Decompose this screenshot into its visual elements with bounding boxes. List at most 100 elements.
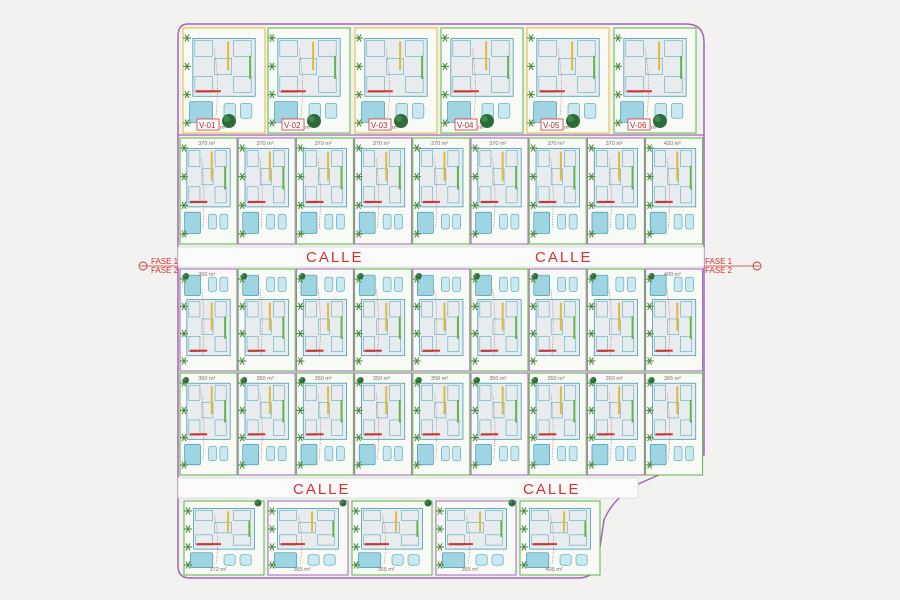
lot-label: V-02: [281, 118, 305, 131]
lot[interactable]: 350 m²: [237, 372, 296, 476]
pool-icon: [417, 444, 434, 466]
lot[interactable]: 370 m²: [528, 137, 587, 245]
lot[interactable]: 350 m²: [586, 372, 645, 476]
palm-icon: [354, 275, 363, 283]
car-icon: [323, 554, 336, 566]
phase-label: FASE 2: [151, 266, 179, 275]
lot[interactable]: 365 m²: [351, 500, 433, 576]
lot[interactable]: 365 m²: [645, 372, 704, 476]
palm-icon: [529, 302, 538, 311]
lot[interactable]: 400 m²: [645, 268, 704, 372]
lot[interactable]: [528, 268, 587, 372]
lot[interactable]: 363 m²V-03: [354, 27, 438, 134]
palm-icon: [352, 525, 360, 533]
palm-icon: [645, 201, 654, 210]
palm-icon: [354, 329, 363, 338]
palm-icon: [238, 172, 247, 181]
lot[interactable]: 360 m²V-01: [182, 27, 266, 134]
palm-icon: [527, 90, 535, 99]
car-icon: [557, 213, 566, 230]
palm-icon: [354, 433, 363, 442]
car-icon: [382, 213, 392, 230]
car-icon: [277, 446, 287, 461]
lot[interactable]: 350 m²: [412, 372, 471, 476]
palm-icon: [527, 119, 535, 127]
lot[interactable]: [412, 268, 471, 372]
pool-icon: [184, 211, 201, 234]
lot[interactable]: 365 m²: [435, 500, 517, 576]
pool-icon: [533, 444, 551, 466]
phase-marker-icon: [138, 261, 148, 271]
lot-area: 350 m²: [489, 376, 506, 382]
lot[interactable]: 370 m²: [237, 137, 296, 245]
house-footprint: [192, 38, 256, 97]
lot[interactable]: 420 m²: [645, 137, 704, 245]
lot[interactable]: [237, 268, 296, 372]
lot[interactable]: 372 m²: [183, 500, 265, 576]
pool-icon: [242, 444, 260, 466]
lot[interactable]: 363 m²V-04: [440, 27, 524, 134]
phase-label: FASE 1: [705, 257, 733, 266]
house-footprint: [450, 38, 514, 97]
tree-icon: [241, 377, 248, 383]
lot[interactable]: 360 m²: [179, 268, 238, 372]
lot-area: 350 m²: [256, 376, 273, 382]
car-icon: [491, 554, 504, 566]
lot-area: 350 m²: [547, 376, 564, 382]
car-icon: [412, 103, 425, 119]
lot-area: 350 m²: [315, 376, 332, 382]
palm-icon: [471, 357, 479, 365]
lot[interactable]: 350 m²: [528, 372, 587, 476]
palm-icon: [352, 543, 360, 551]
house-footprint: [193, 508, 255, 550]
lot[interactable]: 365 m²: [267, 500, 349, 576]
car-icon: [239, 554, 252, 566]
lot[interactable]: 360 m²: [179, 372, 238, 476]
lot-area: 365 m²: [294, 567, 311, 573]
palm-icon: [436, 561, 444, 569]
lot[interactable]: 370 m²: [412, 137, 471, 245]
lot[interactable]: [470, 268, 529, 372]
lot[interactable]: 370 m²: [470, 137, 529, 245]
car-icon: [324, 446, 334, 461]
lot[interactable]: 370 m²: [295, 137, 354, 245]
house-footprint: [477, 382, 522, 440]
palm-icon: [587, 172, 596, 181]
lot[interactable]: 350 m²: [354, 372, 413, 476]
lot[interactable]: 370 m²: [586, 137, 645, 245]
palm-icon: [412, 201, 421, 210]
pool-icon: [526, 552, 550, 568]
tree-icon: [590, 377, 597, 383]
palm-icon: [645, 329, 654, 338]
pool-icon: [475, 211, 492, 234]
car-icon: [277, 213, 287, 230]
lot[interactable]: 350 m²: [295, 372, 354, 476]
car-icon: [510, 446, 520, 461]
palm-icon: [412, 357, 421, 365]
lot[interactable]: 380 m²V-06: [613, 27, 697, 134]
lot[interactable]: 363 m²V-02: [267, 27, 351, 134]
palm-icon: [412, 172, 421, 181]
car-icon: [673, 446, 683, 461]
lot[interactable]: 363 m²V-05: [526, 27, 610, 134]
lot[interactable]: [586, 268, 645, 372]
lot[interactable]: [354, 268, 413, 372]
lot[interactable]: 370 m²: [354, 137, 413, 245]
palm-icon: [645, 172, 654, 181]
lot[interactable]: 405 m²: [519, 500, 601, 576]
pool-icon: [649, 211, 667, 234]
palm-icon: [520, 525, 528, 533]
lot-area: 360 m²: [198, 376, 215, 382]
tree-icon: [480, 114, 494, 128]
lot[interactable]: [295, 268, 354, 372]
tree-icon: [357, 273, 364, 279]
tree-icon: [339, 499, 347, 507]
palm-icon: [354, 357, 363, 365]
car-icon: [219, 276, 229, 292]
lot[interactable]: 370 m²: [179, 137, 238, 245]
lot[interactable]: 350 m²: [470, 372, 529, 476]
pool-icon: [358, 552, 382, 568]
lot-area: 350 m²: [431, 376, 448, 382]
palm-icon: [587, 302, 596, 311]
palm-icon: [238, 433, 247, 442]
